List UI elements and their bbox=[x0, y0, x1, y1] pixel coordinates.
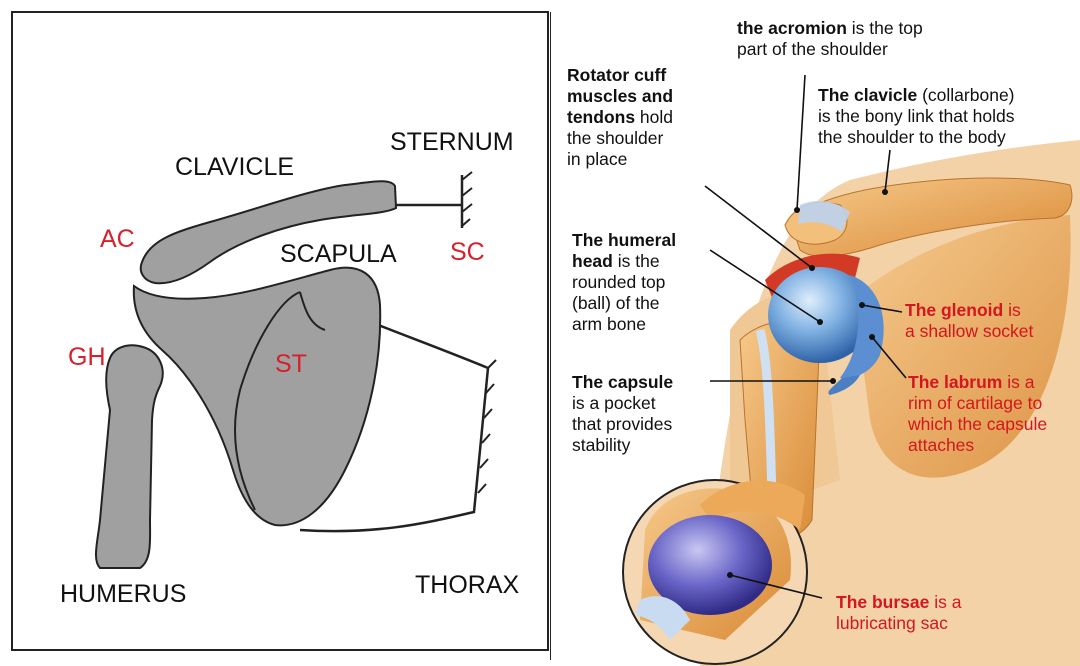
callout-labrum: The labrum is a rim of cartilage to whic… bbox=[908, 372, 1047, 456]
label-joint-st: ST bbox=[275, 350, 307, 379]
callout-capsule: The capsule is a pocket that provides st… bbox=[572, 372, 673, 456]
label-thorax: THORAX bbox=[415, 571, 519, 600]
label-clavicle: CLAVICLE bbox=[175, 153, 294, 182]
callout-humeral-head: The humeral head is the rounded top (bal… bbox=[572, 230, 676, 335]
callout-bursae: The bursae is a lubricating sac bbox=[836, 592, 961, 634]
label-scapula: SCAPULA bbox=[280, 240, 397, 269]
label-joint-sc: SC bbox=[450, 238, 485, 267]
label-humerus: HUMERUS bbox=[60, 580, 186, 609]
label-sternum: STERNUM bbox=[390, 128, 514, 157]
callout-clavicle: The clavicle (collarbone) is the bony li… bbox=[818, 85, 1015, 148]
shoulder-joint-schematic bbox=[0, 0, 550, 666]
callout-glenoid: The glenoid is a shallow socket bbox=[905, 300, 1033, 342]
label-joint-gh: GH bbox=[68, 343, 106, 372]
label-joint-ac: AC bbox=[100, 225, 135, 254]
callout-rotator-cuff: Rotator cuff muscles and tendons hold th… bbox=[567, 65, 673, 170]
callout-acromion: the acromion is the top part of the shou… bbox=[737, 18, 923, 60]
leader-acromion bbox=[797, 75, 805, 210]
